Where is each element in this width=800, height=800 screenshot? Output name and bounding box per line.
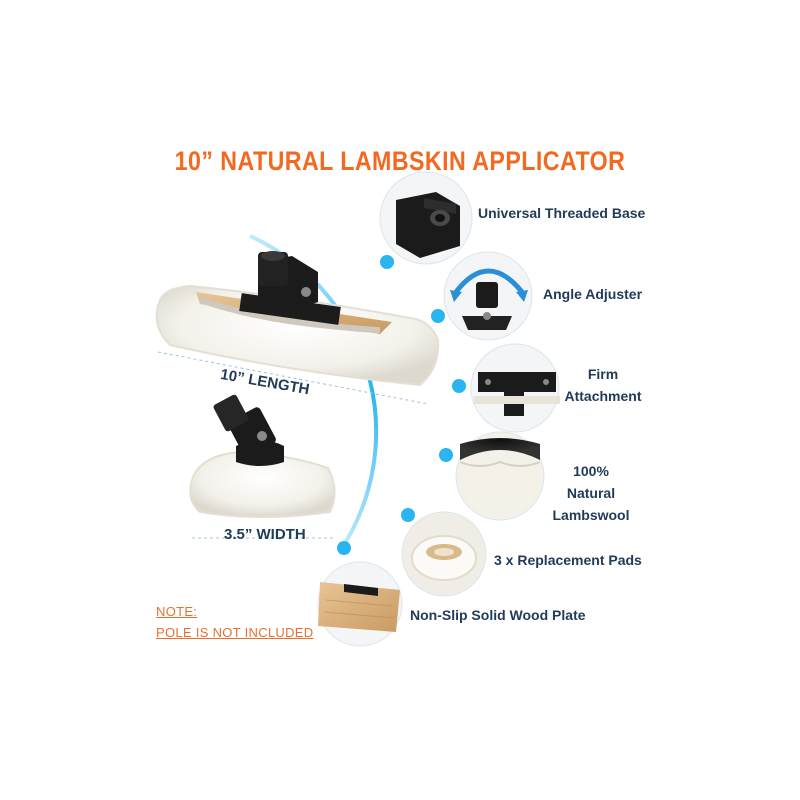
note-heading: NOTE:	[156, 604, 198, 619]
page-title: 10” NATURAL LAMBSKIN APPLICATOR	[174, 146, 626, 176]
note-text: POLE IS NOT INCLUDED	[156, 625, 314, 640]
threaded-base-icon	[379, 171, 473, 265]
arc-dot	[337, 541, 351, 555]
width-label: 3.5” WIDTH	[224, 526, 306, 543]
arc-dot	[431, 309, 445, 323]
angle-adjuster-icon	[443, 251, 533, 341]
attachment-icon	[470, 343, 560, 433]
feature-firm-attachment: Firm Attachment	[560, 363, 646, 407]
feature-universal-threaded-base: Universal Threaded Base	[478, 205, 646, 221]
replacement-pad-icon	[401, 511, 487, 597]
arc-dot	[401, 508, 415, 522]
feature-angle-adjuster: Angle Adjuster	[543, 286, 643, 302]
length-dimension-line	[157, 351, 429, 405]
feature-replacement-pads: 3 x Replacement Pads	[494, 552, 642, 568]
arc-dot	[452, 379, 466, 393]
feature-label-line: Attachment	[564, 388, 642, 404]
feature-wood-plate: Non-Slip Solid Wood Plate	[410, 607, 586, 623]
arc-dot	[380, 255, 394, 269]
arc-dot	[439, 448, 453, 462]
main-applicator	[155, 251, 440, 387]
arc-dots	[337, 255, 466, 555]
feature-label-line: Firm	[587, 366, 619, 382]
feature-natural-lambswool: 100% Natural Lambswool	[548, 460, 634, 526]
lambswool-icon	[455, 431, 545, 521]
feature-label-line: 100% Natural	[566, 463, 616, 501]
wood-plate-icon	[317, 561, 403, 647]
feature-label-line: Lambswool	[552, 507, 630, 523]
side-applicator	[189, 394, 336, 518]
